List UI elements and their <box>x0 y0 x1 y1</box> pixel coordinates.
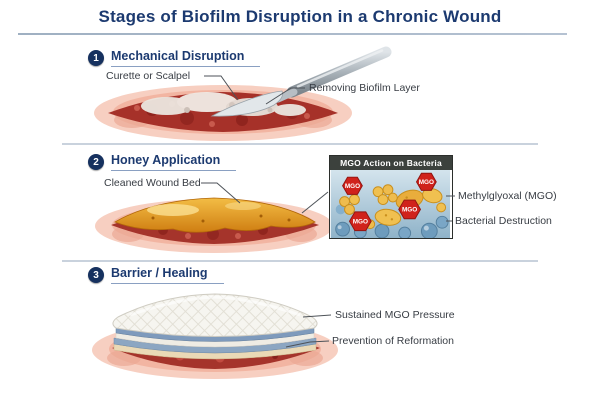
honey-wound-illustration <box>95 197 333 253</box>
honey-layer <box>114 197 316 233</box>
stage-3-header: 3 Barrier / Healing <box>88 266 224 284</box>
dressing-layers-illustration <box>92 293 338 379</box>
stage-3-title: Barrier / Healing <box>111 266 224 284</box>
bacteria-microscopy-illustration: MGO MGO MGO MGO <box>330 170 451 238</box>
mgo-action-inset: MGO Action on Bacteria <box>329 155 453 239</box>
biofilm-layer <box>141 92 306 116</box>
page-title: Stages of Biofilm Disruption in a Chroni… <box>98 7 502 26</box>
section-divider <box>62 143 538 145</box>
label-sustained-mgo-pressure: Sustained MGO Pressure <box>335 309 455 321</box>
section-divider <box>62 260 538 262</box>
stage-1-number-badge: 1 <box>88 50 104 66</box>
mgo-badges: MGO MGO MGO MGO <box>342 172 437 232</box>
label-curette-or-scalpel: Curette or Scalpel <box>106 70 191 82</box>
stage-3-number-badge: 3 <box>88 267 104 283</box>
label-removing-biofilm-layer: Removing Biofilm Layer <box>309 82 420 94</box>
label-cleaned-wound-bed: Cleaned Wound Bed <box>104 177 201 189</box>
label-methylglyoxal: Methylglyoxal (MGO) <box>458 190 557 202</box>
stage-2-number-badge: 2 <box>88 154 104 170</box>
label-prevention-of-reformation: Prevention of Reformation <box>332 335 454 347</box>
stage-1-title: Mechanical Disruption <box>111 49 261 67</box>
stage-2-title: Honey Application <box>111 153 237 171</box>
label-bacterial-destruction: Bacterial Destruction <box>455 215 552 227</box>
dressing-layers <box>112 293 318 360</box>
title-divider <box>18 33 567 35</box>
blue-bacteria <box>335 204 449 238</box>
stage-2-header: 2 Honey Application <box>88 153 237 171</box>
stage-1-header: 1 Mechanical Disruption <box>88 49 261 67</box>
mgo-badge-label: MGO <box>353 219 368 226</box>
mgo-badge-label: MGO <box>419 179 434 186</box>
mgo-badge-label: MGO <box>402 207 417 214</box>
mgo-inset-title: MGO Action on Bacteria <box>330 156 452 170</box>
mgo-badge-label: MGO <box>345 183 360 190</box>
